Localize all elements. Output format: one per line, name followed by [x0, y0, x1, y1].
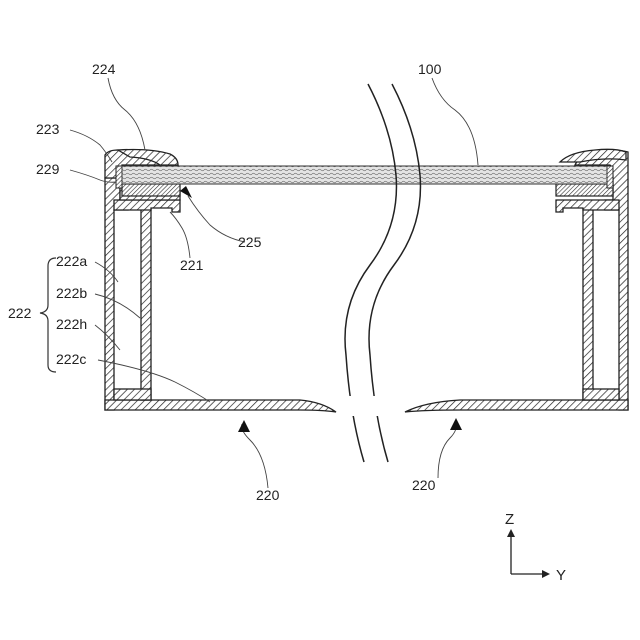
axis-y-label: Y: [556, 567, 566, 584]
label-220-left: 220: [256, 487, 280, 503]
label-224: 224: [92, 61, 116, 77]
arrow-220-right: [450, 418, 462, 430]
label-222h: 222h: [56, 316, 87, 332]
label-222b: 222b: [56, 285, 87, 301]
arrow-225: [180, 186, 192, 198]
label-222: 222: [8, 305, 32, 321]
brace-222: [40, 258, 56, 372]
label-220-right: 220: [412, 477, 436, 493]
label-229: 229: [36, 161, 60, 177]
label-221: 221: [180, 257, 204, 273]
label-222a: 222a: [56, 253, 87, 269]
label-225: 225: [238, 234, 262, 250]
left-frame: [105, 150, 336, 413]
arrow-220-left: [238, 420, 250, 432]
axis-z-label: Z: [505, 511, 514, 528]
axis-indicator: Z Y: [505, 511, 566, 584]
break-gap: [337, 396, 404, 416]
leader-lines: [70, 78, 478, 488]
label-223: 223: [36, 121, 60, 137]
label-100: 100: [418, 61, 442, 77]
right-frame: [405, 149, 628, 412]
panel-100: [122, 166, 607, 184]
label-222c: 222c: [56, 351, 86, 367]
